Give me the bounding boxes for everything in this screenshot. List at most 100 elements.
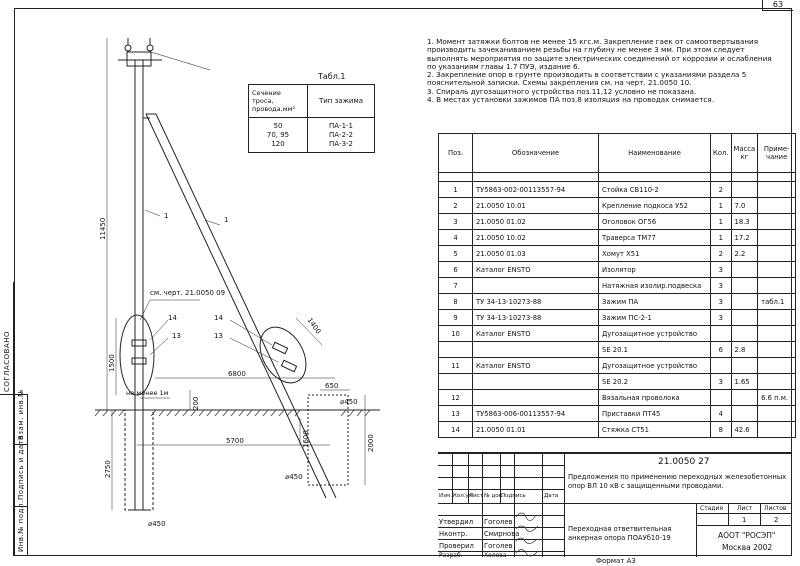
role-name: Гоголев <box>484 542 513 550</box>
spec-cell-qty <box>710 357 732 374</box>
spec-cell-pos: 2 <box>438 197 473 214</box>
table-row <box>438 172 797 182</box>
doc-description: Предложения по применению переходных жел… <box>568 473 787 490</box>
spec-cell-mass: 42.6 <box>730 421 759 438</box>
col-header: Подпись <box>501 493 526 499</box>
spec-cell-name <box>598 172 711 182</box>
spec-cell-code <box>472 277 599 294</box>
spec-cell-note <box>757 277 797 294</box>
spec-cell-note <box>757 309 797 326</box>
table1-clamp: ПА-1-1 <box>328 121 353 130</box>
spec-cell-mass <box>730 277 759 294</box>
spec-cell-qty: 6 <box>710 341 732 358</box>
role-name: Гоголев <box>484 518 513 526</box>
note-line: пояснительной записки. Схемы закрепления… <box>427 78 692 88</box>
spec-cell-mass: 2.8 <box>730 341 759 358</box>
spec-cell-mass: 17.2 <box>730 229 759 246</box>
spec-cell-qty: 2 <box>710 245 732 262</box>
dim-1500: 1500 <box>108 354 116 372</box>
spec-cell-pos: 14 <box>438 421 473 438</box>
dim-200: 200 <box>192 396 200 410</box>
spec-cell-qty <box>710 325 732 342</box>
spec-cell-pos: 6 <box>438 261 473 278</box>
spec-cell-name: Зажим ПА <box>598 293 711 310</box>
note-line: 4. В местах установки зажимов ПА поз.8 и… <box>427 95 714 105</box>
spec-cell-mass <box>730 357 759 374</box>
spec-cell-mass <box>730 325 759 342</box>
spec-header: Поз. <box>438 133 473 173</box>
spec-cell-note: табл.1 <box>757 293 797 310</box>
table1-clamp: ПА-2-2 <box>328 130 353 139</box>
spec-cell-code <box>472 389 599 406</box>
spec-cell-note <box>757 229 797 246</box>
spec-cell-note <box>757 341 797 358</box>
spec-cell-pos: 11 <box>438 357 473 374</box>
spec-cell-code: ТУ5863-002-00113557-94 <box>472 181 599 198</box>
spec-cell-name: Оголовок ОГ56 <box>598 213 711 230</box>
col-header: Дата <box>544 493 559 499</box>
spec-cell-pos: 3 <box>438 213 473 230</box>
spec-cell-code <box>472 172 599 182</box>
spec-cell-qty: 3 <box>710 277 732 294</box>
organization: АООТ "РОСЭП" <box>718 531 776 540</box>
role-name: Холова <box>484 552 507 559</box>
spec-header: Обозначение <box>472 133 599 173</box>
spec-header: Кол. <box>710 133 732 173</box>
callout-pos-13a: 13 <box>172 332 181 340</box>
callout-pos-14b: 14 <box>214 314 223 322</box>
spec-cell-qty: 1 <box>710 213 732 230</box>
dim-diam-top: ⌀450 <box>340 398 358 406</box>
dim-diam-bot: ⌀450 <box>285 473 303 481</box>
signatures <box>515 512 539 557</box>
spec-cell-mass: 1.65 <box>730 373 759 390</box>
col-header: Лист <box>469 493 483 499</box>
spec-cell-note <box>757 245 797 262</box>
spec-cell-mass <box>730 309 759 326</box>
spec-cell-pos: 4 <box>438 229 473 246</box>
spec-cell-code: Каталог ENSTO <box>472 357 599 374</box>
spec-cell-pos: 12 <box>438 389 473 406</box>
spec-cell-mass <box>730 405 759 422</box>
spec-cell-name: SE 20.2 <box>598 373 711 390</box>
table1-header: Сечение троса, провода,мм² <box>248 84 308 118</box>
spec-cell-code: ТУ5863-006-00113557-94 <box>472 405 599 422</box>
spec-cell-qty <box>710 172 732 182</box>
spec-cell-name: Вязальная проволока <box>598 389 711 406</box>
clamp-table: Сечение троса, провода,мм² Тип зажима 50… <box>248 84 375 153</box>
spec-cell-name: Изолятор <box>598 261 711 278</box>
spec-cell-code: 21.0050 01.02 <box>472 213 599 230</box>
spec-cell-code: Каталог ENSTO <box>472 325 599 342</box>
dim-1600: 1600 <box>302 430 310 448</box>
note-line: 3. Спираль дугозащитного устройства поз.… <box>427 86 697 96</box>
spec-cell-qty: 1 <box>710 229 732 246</box>
dim-height-total: 11450 <box>99 217 107 240</box>
table1-title: Табл.1 <box>318 72 346 81</box>
spec-cell-pos: 5 <box>438 245 473 262</box>
spec-cell-note <box>757 421 797 438</box>
spec-cell-code: ТУ 34-13-10273-88 <box>472 309 599 326</box>
spec-cell-qty: 8 <box>710 421 732 438</box>
spec-cell-name: Приставки ПТ45 <box>598 405 711 422</box>
spec-cell-pos <box>438 341 473 358</box>
col-header: № док. <box>484 493 504 499</box>
spec-cell-pos: 1 <box>438 181 473 198</box>
spec-cell-mass: 7.0 <box>730 197 759 214</box>
spec-header: Масса кг <box>730 133 759 173</box>
spec-cell-note <box>757 357 797 374</box>
spec-cell-name: Хомут Х51 <box>598 245 711 262</box>
spec-cell-qty: 3 <box>710 373 732 390</box>
role-label: Утвердил <box>439 518 474 526</box>
spec-cell-note <box>757 197 797 214</box>
note-line: 2. Закрепление опор в грунте производить… <box>427 70 747 80</box>
